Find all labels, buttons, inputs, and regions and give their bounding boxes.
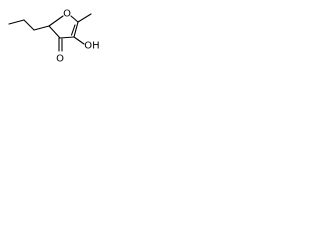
ring-bond-c4-c3	[59, 36, 75, 39]
propyl-bond-2	[23, 19, 35, 31]
ring-bond-c5-c4-double	[70, 24, 76, 36]
propyl-bond-1	[33, 25, 50, 31]
carbonyl-oxygen-label: O	[56, 54, 64, 65]
ring-bond-c5-c4	[73, 21, 79, 38]
furanone-ring	[48, 15, 79, 39]
ring-bond-o1-c5	[70, 15, 79, 23]
propyl-bond-3	[8, 19, 25, 25]
hydroxyl-bond	[73, 36, 85, 45]
ring-bond-c3-c2	[48, 25, 61, 39]
propyl-chain	[8, 19, 50, 31]
chemical-structure-diagram: O OH O	[8, 9, 100, 65]
ring-bond-c2-o1	[48, 15, 64, 27]
methyl-bond	[77, 13, 92, 23]
ring-oxygen-label: O	[63, 9, 71, 20]
hydroxyl-label: OH	[84, 41, 99, 52]
